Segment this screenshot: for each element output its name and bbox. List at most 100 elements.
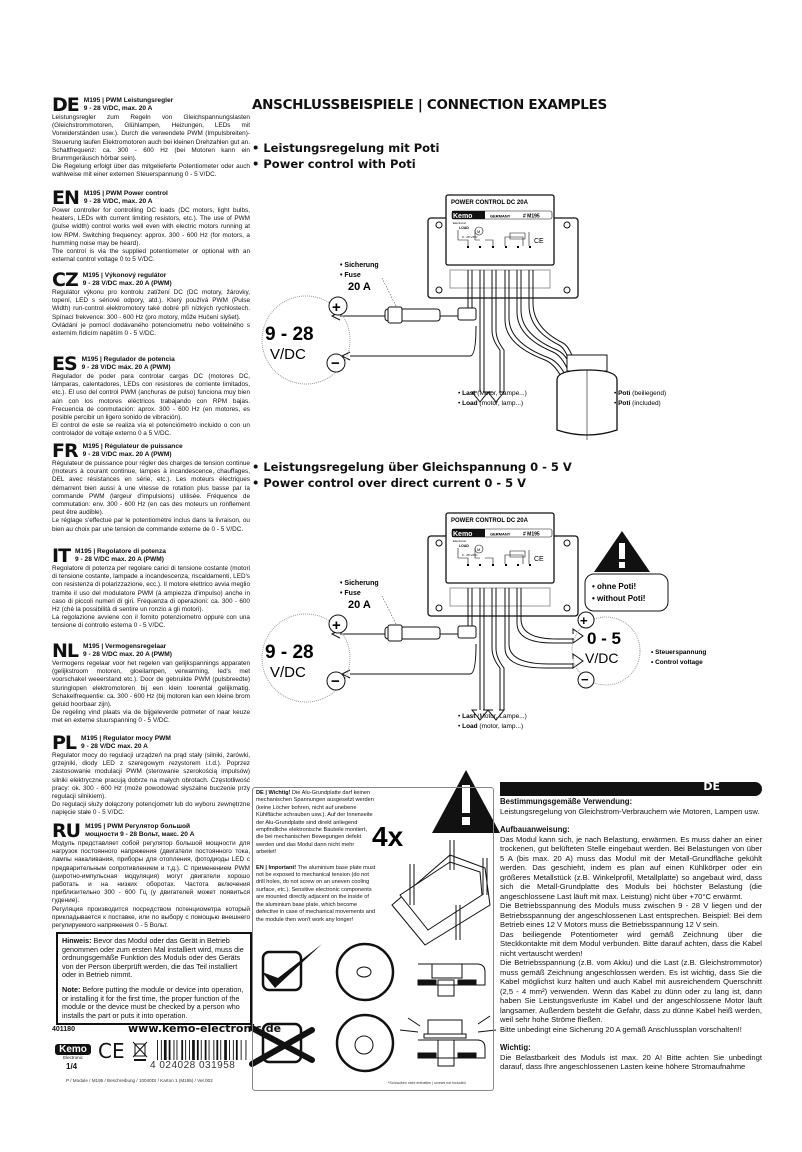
document-reference: P / Module / M195 / Beschreibung / 10040…: [66, 1078, 213, 1083]
description: Regulátor výkonu pro kontrolu zatížení D…: [52, 289, 250, 321]
mounting-en-text: The aluminium base plate must not be exp…: [256, 864, 376, 923]
poti-en-bold: Poti: [618, 400, 630, 407]
plus-terminal-icon: [328, 296, 348, 316]
language-code: ES: [52, 353, 78, 375]
poti-en: (included): [630, 400, 660, 407]
barcode-bar: [157, 1040, 158, 1060]
poti-de-bold: Poti: [618, 390, 630, 397]
svg-text:+: +: [332, 299, 341, 316]
module-country-2: GERMANY: [490, 532, 511, 537]
load-de-bold-1: Last: [462, 390, 476, 397]
svg-text:• Fuse: • Fuse: [340, 590, 361, 597]
screw-count: 4x: [372, 821, 404, 852]
potentiometer-icon: [556, 354, 618, 440]
supply-voltage-1: 9 - 28: [265, 324, 314, 345]
control-description: Die Regelung erfolgt über das mitgeliefe…: [52, 163, 250, 179]
barcode-bar: [204, 1040, 207, 1060]
svg-text:• Sicherung: • Sicherung: [340, 580, 379, 587]
product-title: M195 | Regulador de potencia: [81, 356, 175, 363]
motor-symbol-2: M: [477, 547, 480, 552]
svg-text:• Steuerspannung: • Steuerspannung: [651, 649, 706, 656]
supply-unit-1: V/DC: [270, 346, 306, 363]
load-de-bold-2: Last: [462, 713, 476, 720]
module-m195-example1: [427, 194, 579, 299]
website-link[interactable]: www.kemo-electronic.de: [128, 1022, 282, 1035]
example1-heading-de: Leistungsregelung mit Poti: [263, 141, 440, 155]
product-spec: 9 - 28 V/DC máx. 20 A (PWM): [81, 363, 171, 371]
mounting-warning-icon: [432, 770, 500, 833]
barcode-bar: [216, 1040, 219, 1060]
load-en-1: (motor, lamp...): [478, 400, 524, 407]
example2-heading-en: Power control over direct current 0 - 5 …: [263, 476, 527, 490]
important-text: Die Belastbarkeit des Moduls ist max. 20…: [500, 1052, 762, 1072]
assembly-text-3: Das beiliegende Potentiometer wird gemäß…: [500, 929, 762, 958]
product-title: M195 | PWM Power control: [83, 190, 168, 197]
product-spec: 9 - 28 V/DC max. 20 A (PWM): [82, 279, 172, 287]
screw-detail-bad: [335, 1013, 395, 1073]
supply-voltage-2: 9 - 28: [265, 642, 314, 663]
description: Power controller for controlling DC load…: [52, 207, 250, 247]
usage-text: Leistungsregelung von Gleichstrom-Verbra…: [500, 806, 760, 816]
product-spec: 9 - 28 V/DC max. 20 A (PWM): [75, 555, 164, 563]
control-description: De regeling vind plaats via de bijgeleve…: [52, 709, 250, 725]
svg-text:• Poti (beiliegend): • Poti (beiliegend): [614, 390, 666, 397]
barcode-bar: [185, 1040, 187, 1060]
notice-de-text: Bevor das Modul oder das Gerät in Betrie…: [62, 936, 244, 980]
mounting-de-label: DE | Wichtig!: [256, 790, 291, 796]
product-title: M195 | Regolatore di potenza: [75, 548, 166, 555]
control-voltage-de: Steuerspannung: [655, 649, 706, 656]
barcode-icon: [157, 1040, 247, 1060]
language-badge-de: DE: [500, 781, 762, 796]
warning-no-poti-en: without Poti!: [596, 594, 645, 603]
module-range-2: 9 - 28 V/DC: [462, 553, 479, 557]
svg-text:• ohne Poti!: • ohne Poti!: [592, 582, 636, 591]
barcode-bar: [229, 1040, 230, 1060]
svg-text:−: −: [581, 672, 589, 687]
notice-en-text: Before putting the module or device into…: [62, 984, 244, 1020]
language-code: NL: [52, 640, 79, 662]
example2-heading-de: Leistungsregelung über Gleichspannung 0 …: [263, 460, 572, 474]
fuse-value-1: 20 A: [348, 281, 371, 293]
barcode-bar: [224, 1040, 227, 1060]
assembly-text-1: Das Modul kann sich, je nach Belastung, …: [500, 834, 762, 901]
barcode-bar: [200, 1040, 202, 1060]
supply-circle-1: [261, 295, 351, 385]
product-title: M195 | Régulateur de puissance: [82, 443, 183, 450]
incorrect-mounting-x-icon: [249, 1022, 315, 1067]
important-heading: Wichtig:: [500, 1043, 531, 1052]
module-load-1: LOAD: [459, 226, 469, 230]
description: Модуль представляет собой регулятор боль…: [52, 840, 250, 905]
svg-text:+: +: [332, 617, 341, 634]
minus-terminal-icon: [326, 353, 346, 373]
svg-text:• Fuse: • Fuse: [340, 272, 361, 279]
barcode-bar: [245, 1040, 247, 1060]
screw-profile-ok: [417, 963, 486, 997]
kemo-logo-sub: Electronic: [63, 1055, 83, 1060]
control-description: Le réglage s'effectue par le potentiomèt…: [52, 517, 250, 533]
control-description: Ovládání je pomocí dodávaného potenciome…: [52, 321, 250, 338]
german-instructions: DE Bestimmungsgemäße Verwendung: Leistun…: [500, 781, 762, 1072]
module-ce-icon-1: CE: [534, 238, 544, 245]
load-de-1: (Motor, Lampe...): [475, 390, 526, 397]
module-range-1: 9 - 28 V/DC: [462, 235, 479, 239]
description: Regulator mocy do regulacji urządzeń na …: [52, 752, 250, 801]
usage-heading: Bestimmungsgemäße Verwendung:: [500, 797, 633, 806]
notice-en-label: Note:: [62, 984, 81, 994]
svg-text:• Last (Motor, Lampe...): • Last (Motor, Lampe...): [458, 390, 527, 397]
product-title: M195 | Výkonový regulátor: [82, 272, 167, 279]
control-description: Do regulacji służy dołączony potencjomet…: [52, 801, 250, 817]
barcode-bar: [173, 1040, 175, 1060]
correct-mounting-check-icon: [261, 944, 322, 992]
assembly-text-5: Bitte unbedingt eine Sicherung 20 A gemä…: [500, 1024, 742, 1034]
product-spec: мощности 9 - 28 Вольт, макс. 20 А: [85, 830, 195, 838]
load-en-2: (motor, lamp...): [478, 723, 524, 730]
product-spec: 9 - 28 V/DC max. 20 A: [81, 742, 148, 750]
barcode-bar: [163, 1040, 167, 1060]
barcode-bar: [176, 1040, 178, 1060]
